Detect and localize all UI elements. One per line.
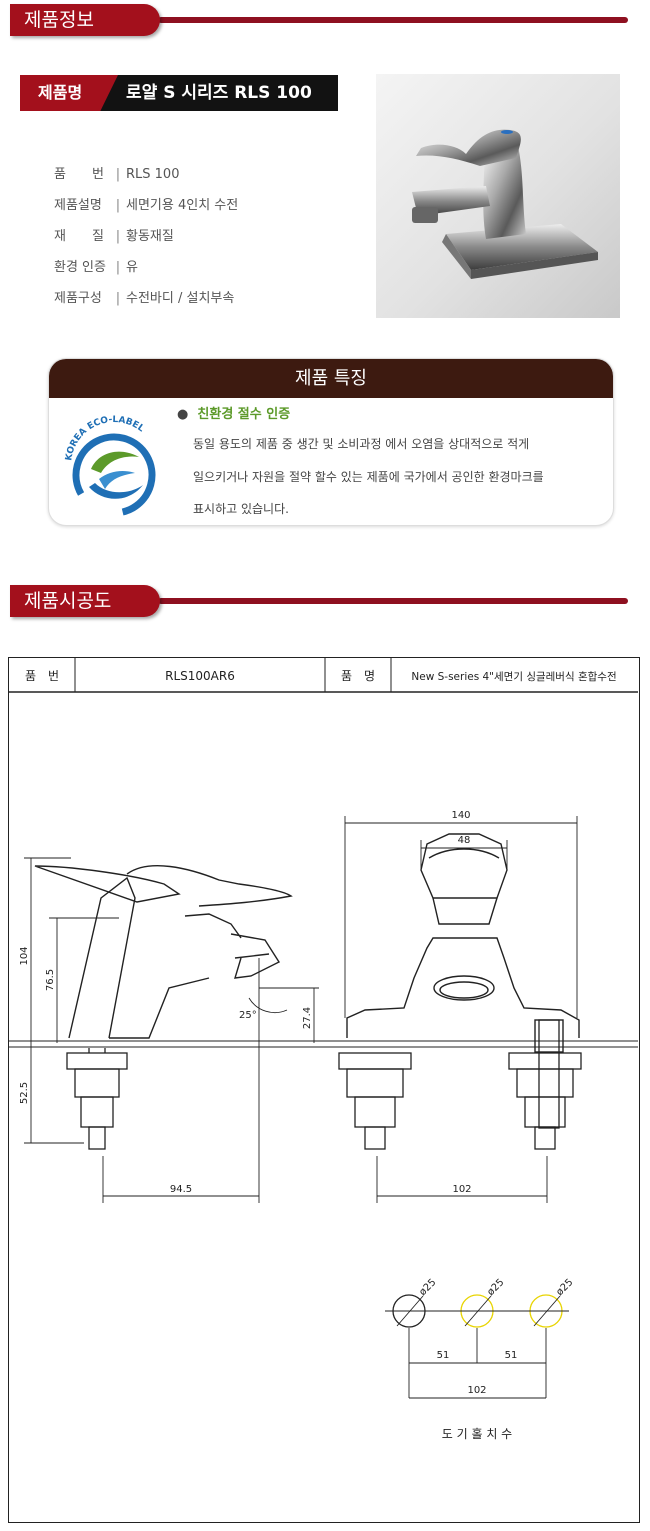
spec-label: 제품구성 (54, 291, 102, 306)
hole-diagram (385, 1294, 569, 1399)
drawing-canvas: 품 번 RLS100AR6 품 명 New S-series 4"세면기 싱글레… (9, 658, 638, 1441)
technical-drawing: 품 번 RLS100AR6 품 명 New S-series 4"세면기 싱글레… (8, 657, 640, 1523)
bullet-icon: ● (177, 407, 189, 422)
dim-angle: 25° (239, 1010, 257, 1021)
feature-line: 표시하고 있습니다. (193, 502, 289, 516)
dim-94-5: 94.5 (170, 1184, 192, 1195)
spec-separator: | (115, 260, 121, 275)
dim-51-a: 51 (437, 1350, 450, 1361)
dimension-lines (24, 816, 578, 1203)
hole-dia-3: ø25 (554, 1277, 575, 1298)
header-name-label: 품 명 (341, 669, 375, 683)
header-part-value: RLS100AR6 (165, 669, 235, 683)
feature-heading: 제품 특징 (49, 359, 613, 398)
spec-label: 환경 인증 (54, 260, 106, 275)
section-header-drawing: 제품시공도 (10, 585, 630, 617)
section-divider (158, 598, 628, 604)
spec-row: 제품구성 | 수전바디 / 설치부속 (54, 287, 234, 306)
spec-value: 유 (126, 260, 138, 275)
spec-separator: | (115, 291, 121, 306)
product-name: 로얄 S 시리즈 RLS 100 (126, 83, 312, 103)
product-name-tag: 제품명 (20, 75, 118, 111)
spec-value: 황동재질 (126, 229, 174, 244)
section-header-info: 제품정보 (10, 4, 630, 36)
faucet-side-view (34, 865, 293, 1039)
dim-48: 48 (458, 835, 471, 846)
spec-label: 재 질 (54, 229, 104, 244)
feature-line: 일으키거나 자원을 절약 할수 있는 제품에 국가에서 공인한 환경마크를 (193, 470, 544, 484)
dim-51-b: 51 (505, 1350, 518, 1361)
product-name-bar: 제품명 로얄 S 시리즈 RLS 100 (20, 75, 338, 111)
spec-separator: | (115, 167, 121, 182)
spec-value: 세면기용 4인치 수전 (126, 198, 239, 213)
side-fitting (66, 1048, 128, 1150)
section-title: 제품정보 (10, 4, 160, 36)
spec-value: RLS 100 (126, 167, 180, 182)
dim-102: 102 (452, 1184, 471, 1195)
spec-row: 환경 인증 | 유 (54, 256, 138, 275)
spec-label: 품 번 (54, 167, 104, 182)
section-divider (158, 17, 628, 23)
hole-caption: 도 기 홀 치 수 (442, 1427, 512, 1441)
feature-box: 제품 특징 KOREA ECO-LABEL ● 친환경 절수 인증 동일 용도의… (48, 358, 614, 526)
spec-value: 수전바디 / 설치부속 (126, 291, 235, 306)
dim-76-5: 76.5 (45, 969, 56, 991)
dim-52-5: 52.5 (19, 1082, 30, 1104)
spec-row: 제품설명 | 세면기용 4인치 수전 (54, 194, 238, 213)
hole-dia-2: ø25 (485, 1277, 506, 1298)
dim-140: 140 (451, 810, 470, 821)
faucet-image (412, 129, 598, 279)
feature-line: 동일 용도의 제품 중 생간 및 소비과정 에서 오염을 상대적으로 적게 (193, 437, 530, 451)
dim-102-b: 102 (467, 1385, 486, 1396)
header-part-label: 품 번 (25, 669, 59, 683)
section-title: 제품시공도 (10, 585, 160, 617)
dim-104: 104 (19, 946, 30, 965)
feature-title-text: 친환경 절수 인증 (197, 407, 291, 422)
product-photo (376, 74, 620, 318)
spec-separator: | (115, 198, 121, 213)
front-fitting (338, 1019, 582, 1150)
eco-label-icon: KOREA ECO-LABEL (64, 415, 156, 517)
spec-row: 품 번 | RLS 100 (54, 163, 179, 182)
hole-dia-1: ø25 (417, 1277, 438, 1298)
spec-label: 제품설명 (54, 198, 102, 213)
feature-title: ● 친환경 절수 인증 (177, 403, 290, 422)
dim-27-4: 27.4 (302, 1007, 313, 1029)
spec-row: 재 질 | 황동재질 (54, 225, 174, 244)
faucet-front-view (346, 833, 580, 1053)
header-name-value: New S-series 4"세면기 싱글레버식 혼합수전 (411, 670, 616, 683)
spec-separator: | (115, 229, 121, 244)
